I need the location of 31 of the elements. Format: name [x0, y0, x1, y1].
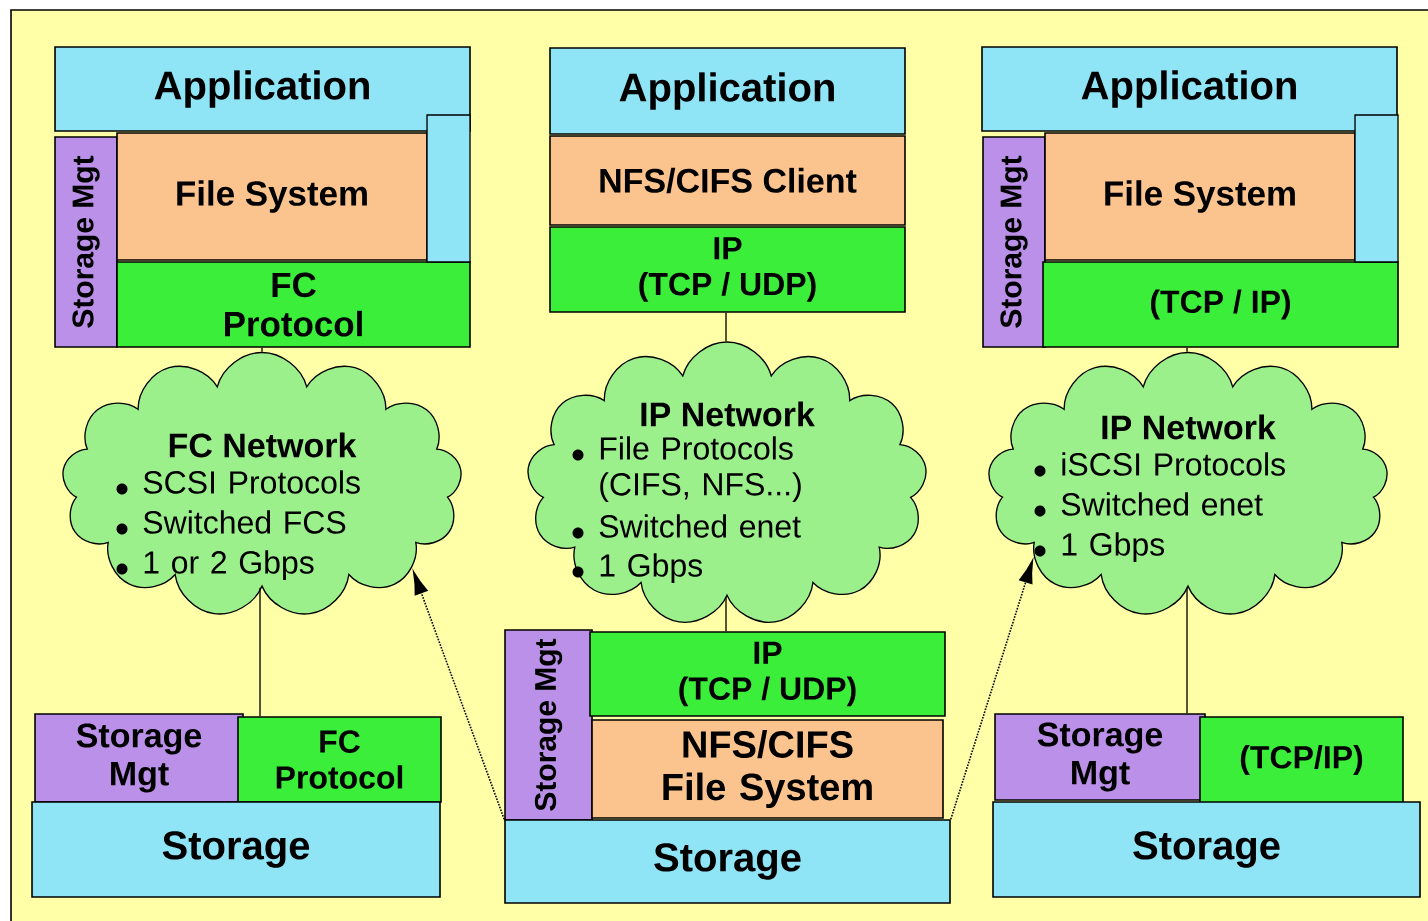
connector-line	[1186, 347, 1188, 353]
layer-box: (TCP/IP)	[1199, 716, 1404, 804]
network-cloud: IP Network File Protocols (CIFS, NFS...) Switched enet 1 Gbps	[527, 341, 927, 623]
layer-box: File System	[116, 132, 428, 261]
layer-box: Storage	[31, 801, 441, 898]
connector-line	[725, 312, 727, 342]
connector-line	[259, 587, 261, 717]
layer-box: NFS/CIFS Client	[549, 135, 906, 226]
layer-box: Storage Mgt	[504, 629, 593, 821]
layer-box: Application	[549, 47, 906, 135]
layer-box: Storage	[992, 801, 1421, 898]
side-bar	[426, 114, 471, 263]
connector-line	[261, 347, 263, 353]
layer-box: FC Protocol	[116, 261, 471, 348]
layer-box: File System	[1044, 132, 1356, 261]
layer-box: FC Protocol	[237, 716, 442, 803]
network-cloud: FC Network SCSI Protocols Switched FCS 1 or 2 Gbps	[62, 351, 462, 615]
layer-box: Storage Mgt	[994, 713, 1206, 801]
connector-line	[1186, 587, 1188, 714]
arrow	[413, 571, 505, 820]
connector-line	[725, 596, 727, 632]
layer-box: Storage Mgt	[34, 713, 244, 803]
side-bar	[1354, 114, 1399, 263]
layer-box: NFS/CIFS File System	[591, 719, 944, 819]
layer-box: Storage	[504, 819, 951, 904]
layer-box: (TCP / IP)	[1042, 261, 1399, 348]
layer-box: IP (TCP / UDP)	[549, 226, 906, 313]
layer-box: Storage Mgt	[54, 136, 118, 348]
network-cloud: IP Network iSCSI Protocols Switched enet 1 Gbps	[988, 351, 1388, 615]
layer-box: Storage Mgt	[982, 136, 1046, 348]
layer-box: IP (TCP / UDP)	[589, 631, 946, 717]
